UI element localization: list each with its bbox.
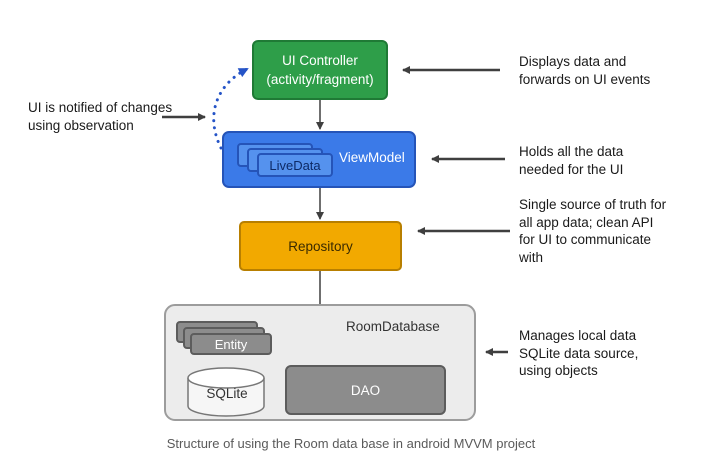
note-viewmodel: Holds all the data needed for the UI [519, 144, 624, 177]
repository-box: Repository [239, 221, 402, 271]
sqlite-cylinder [187, 367, 265, 417]
note-observation: UI is notified of changes using observat… [28, 100, 173, 133]
note-repository: Single source of truth for all app data;… [519, 197, 667, 265]
sqlite-label: SQLite [206, 386, 248, 401]
note-ui-controller: Displays data and forwards on UI events [519, 54, 651, 87]
ui-controller-title: UI Controller [282, 53, 358, 68]
livedata-card: LiveData [257, 153, 333, 177]
dao-box: DAO [285, 365, 446, 415]
viewmodel-label: ViewModel [339, 150, 405, 165]
note-room: Manages local data SQLite data source, u… [519, 328, 639, 378]
figure-caption: Structure of using the Room data base in… [166, 436, 536, 451]
ui-controller-subtitle: (activity/fragment) [266, 72, 374, 87]
room-database-label: RoomDatabase [346, 319, 440, 334]
entity-card: Entity [190, 333, 272, 355]
ui-controller-box: UI Controller (activity/fragment) [252, 40, 388, 100]
